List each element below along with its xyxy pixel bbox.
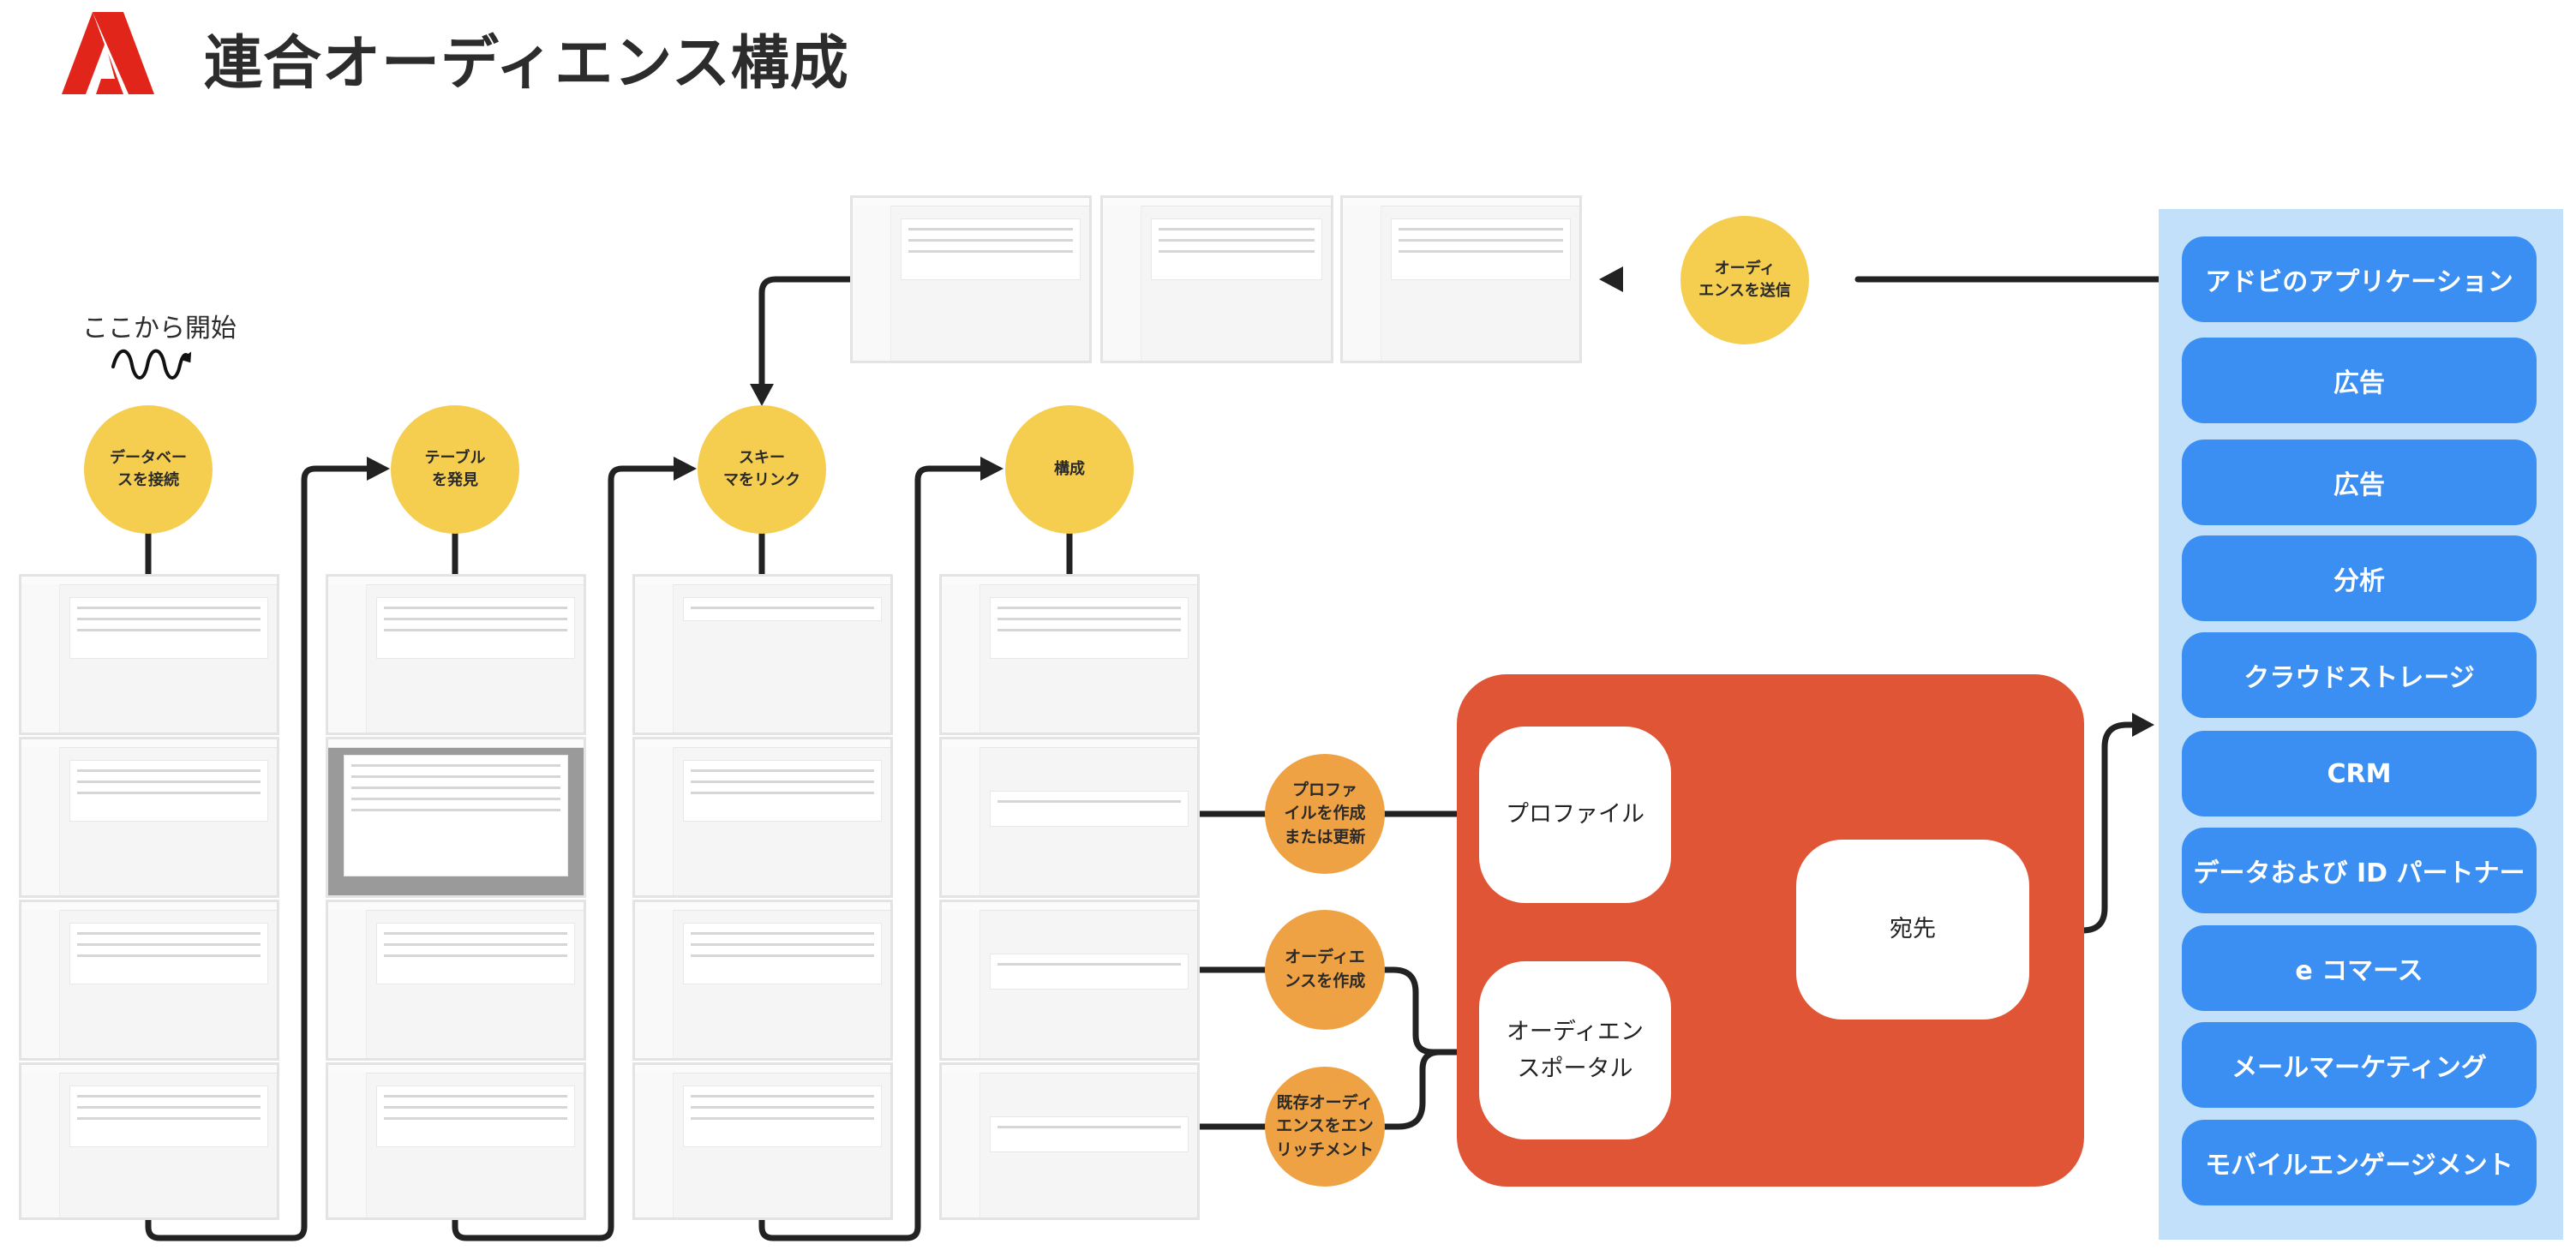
screenshot-thumbnail [21, 901, 278, 1059]
destination-email-marketing: メールマーケティング [2182, 1022, 2537, 1108]
screenshot-thumbnail [852, 197, 1090, 362]
screenshot-thumbnail [21, 576, 278, 733]
screenshot-thumbnail [941, 1064, 1198, 1218]
destination-ecommerce: e コマース [2182, 925, 2537, 1011]
step-link-schemas: スキー マをリンク [698, 405, 826, 534]
action-enrich-audience: 既存オーディ エンスをエン リッチメント [1265, 1067, 1385, 1187]
destination-data-id-partners: データおよび ID パートナー [2182, 828, 2537, 913]
action-create-audience: オーディエ ンスを作成 [1265, 910, 1385, 1030]
screenshot-thumbnail [327, 576, 584, 733]
screenshot-thumbnail [327, 739, 584, 896]
screenshot-thumbnail [327, 901, 584, 1059]
screenshot-thumbnail [634, 576, 891, 733]
screenshot-thumbnail [327, 1064, 584, 1218]
screenshot-thumbnail [634, 901, 891, 1059]
screenshot-thumbnail [21, 1064, 278, 1218]
screenshot-thumbnail [634, 1064, 891, 1218]
adobe-logo [62, 12, 154, 94]
step-connect-database: データベー スを接続 [84, 405, 213, 534]
screenshot-thumbnail [634, 739, 891, 896]
screenshot-thumbnail [941, 576, 1198, 733]
profile-box: プロファイル [1479, 727, 1671, 903]
screenshot-thumbnail [941, 739, 1198, 896]
destination-advertising-2: 広告 [2182, 440, 2537, 525]
step-send-audience: オーディ エンスを送信 [1680, 216, 1809, 344]
destination-cloud-storage: クラウドストレージ [2182, 632, 2537, 718]
screenshot-thumbnail [1102, 197, 1332, 362]
screenshot-thumbnail [1342, 197, 1580, 362]
page-title: 連合オーディエンス構成 [204, 30, 849, 98]
step-discover-tables: テーブル を発見 [391, 405, 519, 534]
squiggle-arrow-icon [111, 349, 192, 380]
step-compose: 構成 [1005, 405, 1134, 534]
screenshot-thumbnail [21, 739, 278, 896]
destination-mobile-engagement: モバイルエンゲージメント [2182, 1120, 2537, 1205]
action-create-update-profile: プロファ イルを作成 または更新 [1265, 754, 1385, 874]
destination-crm: CRM [2182, 731, 2537, 816]
start-label: ここから開始 [82, 314, 237, 344]
destination-advertising: 広告 [2182, 338, 2537, 423]
destination-box: 宛先 [1796, 840, 2029, 1020]
destination-analytics: 分析 [2182, 535, 2537, 621]
screenshot-thumbnail [941, 901, 1198, 1059]
audience-portal-box: オーディエン スポータル [1479, 961, 1671, 1139]
destination-adobe-applications: アドビのアプリケーション [2182, 236, 2537, 322]
